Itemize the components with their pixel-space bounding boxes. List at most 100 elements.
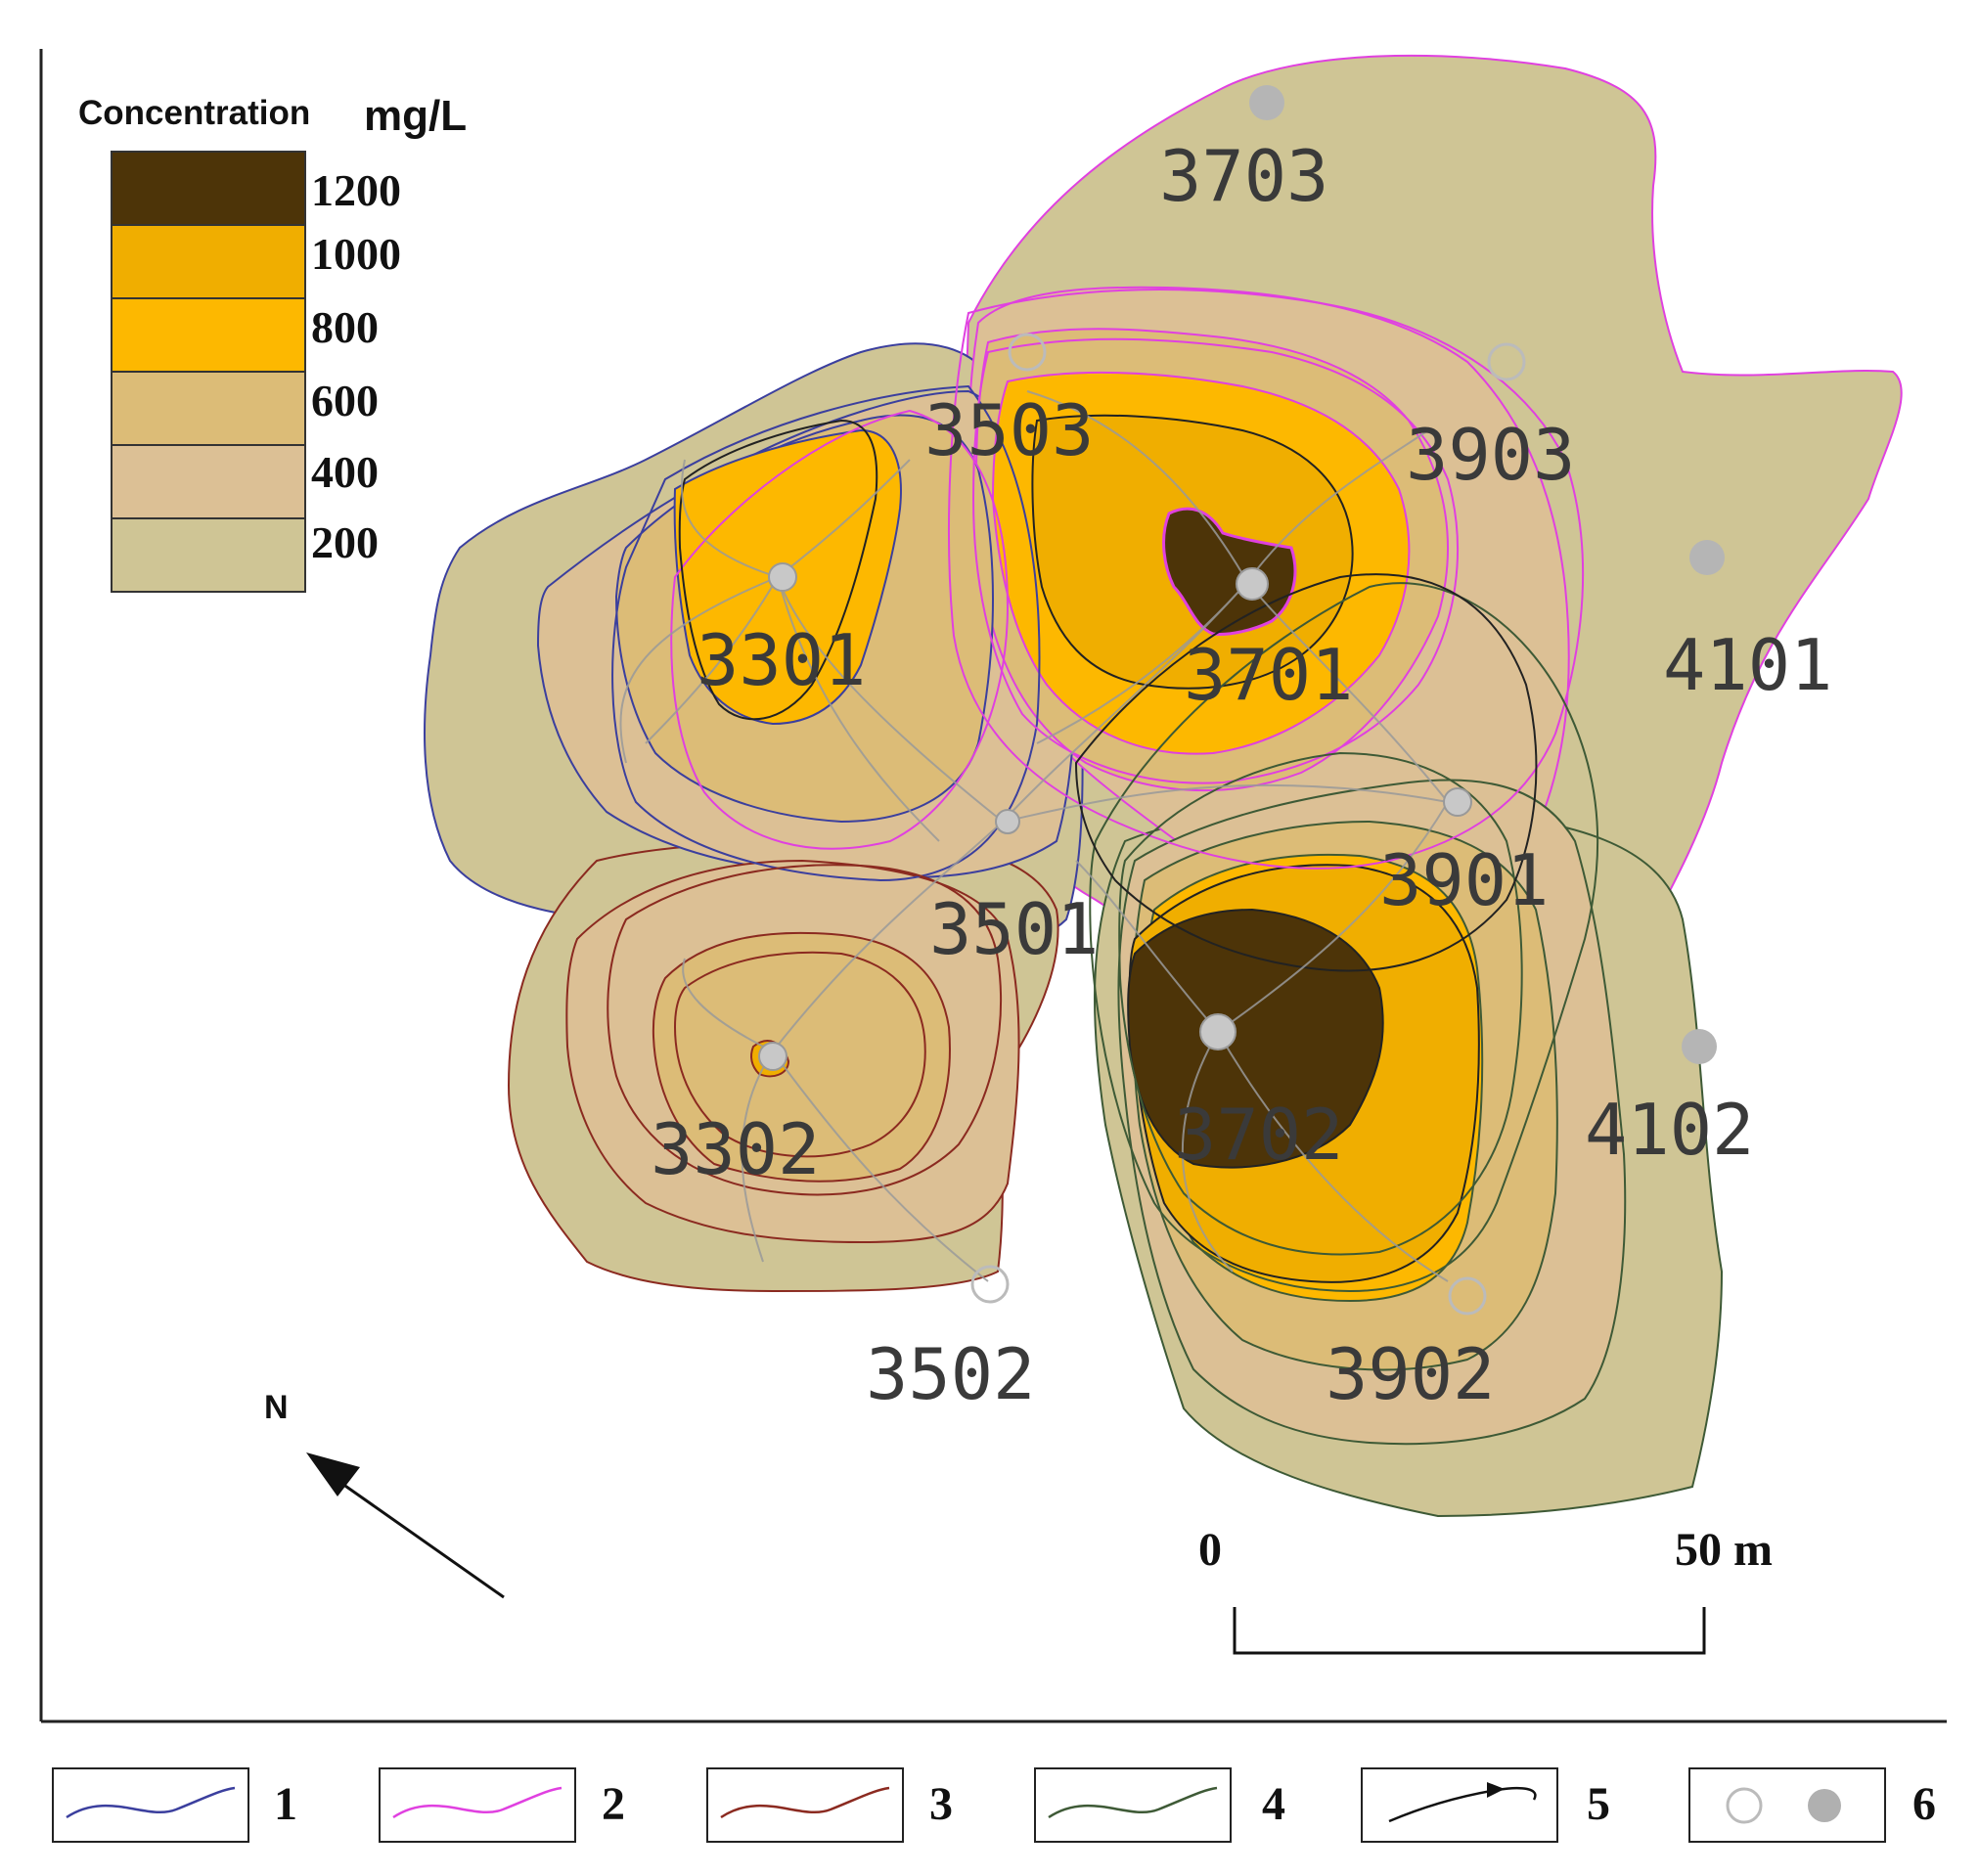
legend-swatch-1000 [111,224,306,299]
isoline-brown-1 [607,864,1003,1196]
well-4101-marker [1689,540,1725,575]
flowline [772,1050,989,1282]
well-label-3703: 3703 [1159,135,1328,217]
well-3702-marker [1199,1013,1237,1050]
isoline-magenta-1 [948,289,1585,870]
well-label-3701: 3701 [1184,634,1353,716]
well-3902-marker [1448,1276,1487,1316]
key-number-1: 1 [274,1778,297,1830]
well-label-4102: 4102 [1585,1089,1754,1171]
well-3302-marker [758,1042,787,1071]
key-number-6: 6 [1912,1778,1936,1830]
well-3901-marker [1443,787,1472,817]
isoline-black-1 [678,419,878,721]
north-arrow-shaft [332,1475,505,1599]
isoline-green-1 [1089,582,1599,1293]
well-symbols [758,85,1725,1316]
flowline [772,821,1004,1052]
flowline [1075,860,1219,1033]
well-label-3502: 3502 [866,1333,1035,1415]
flowline [1217,1031,1449,1282]
legend-label-800: 800 [311,302,379,352]
well-label-3903: 3903 [1406,414,1575,496]
flowline [777,459,911,578]
key-open-well-icon [1726,1787,1763,1824]
isoline-brown-2 [673,951,926,1158]
flowline [1026,390,1248,583]
scale-end-label: 50 m [1675,1524,1773,1576]
flowline [741,1050,774,1263]
legend-label-600: 600 [311,376,379,425]
key-line-2 [392,1786,562,1819]
key-number-2: 2 [602,1778,625,1830]
key-number-5: 5 [1587,1778,1610,1830]
flowline [1217,801,1449,1033]
isoline-magenta-2 [971,337,1459,784]
north-arrow: N [264,1389,505,1599]
isolines [607,289,1599,1293]
key-line-1 [66,1786,236,1819]
concentration-legend: Concentration mg/L 1200 1000 800 600 400… [78,92,467,593]
key-line-4 [1048,1786,1218,1819]
legend-swatch-800 [111,297,306,373]
north-arrow-head [306,1452,360,1496]
flowline [1002,783,1449,823]
well-3501-marker [995,809,1020,834]
well-label-3302: 3302 [651,1108,820,1190]
well-3502-marker [970,1265,1010,1304]
key-box-2 [379,1767,576,1843]
key-number-3: 3 [929,1778,953,1830]
flowline [682,958,774,1052]
well-3301-marker [768,562,797,592]
well-label-3301: 3301 [697,619,866,701]
well-label-3702: 3702 [1174,1094,1343,1176]
well-3703-marker [1249,85,1284,120]
flowline [645,576,779,744]
flowline [777,576,1004,823]
legend-unit: mg/L [364,92,467,140]
key-box-6 [1688,1767,1886,1843]
north-label: N [264,1389,289,1426]
key-number-4: 4 [1262,1778,1285,1830]
well-label-3901: 3901 [1379,839,1549,921]
well-4102-marker [1682,1029,1717,1064]
isoline-green-2 [1118,751,1523,1256]
symbol-key: 1 2 3 4 5 6 [52,1767,1936,1843]
well-label-3902: 3902 [1326,1333,1495,1415]
well-3701-marker [1236,567,1269,601]
scale-bar-line [1233,1607,1706,1655]
key-arrowhead-5 [1487,1782,1505,1798]
plume-areas [424,54,1903,1518]
well-label-4101: 4101 [1663,624,1832,706]
key-box-1 [52,1767,249,1843]
key-line-3 [720,1786,890,1819]
scale-start-label: 0 [1198,1524,1222,1576]
flowline [777,576,940,842]
key-filled-well-icon [1808,1789,1841,1822]
flowlines [619,390,1449,1282]
scale-bar: 0 50 m [1198,1524,1773,1655]
legend-swatch-600 [111,371,306,446]
legend-label-1000: 1000 [311,229,401,279]
legend-swatch-1200 [111,151,306,226]
legend-label-400: 400 [311,447,379,497]
legend-label-1200: 1200 [311,165,401,215]
legend-swatch-400 [111,444,306,519]
flowline [1181,1031,1234,1273]
flowline [619,576,779,764]
legend-swatch-200 [111,517,306,593]
well-3503-marker [1008,333,1047,372]
legend-label-200: 200 [311,517,379,567]
well-3903-marker [1487,342,1526,381]
isoline-black-2 [1074,573,1538,972]
well-label-3501: 3501 [929,888,1099,970]
legend-title: Concentration [78,94,310,132]
flowline [1246,581,1449,803]
key-box-3 [706,1767,904,1843]
flowline [1246,429,1429,583]
key-box-4 [1034,1767,1232,1843]
well-label-3503: 3503 [924,389,1094,471]
flowline [1036,581,1248,744]
plume-1200-3701 [1162,507,1297,636]
